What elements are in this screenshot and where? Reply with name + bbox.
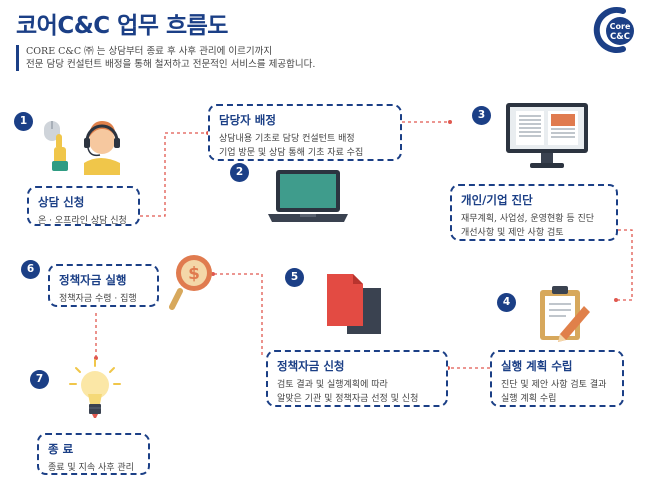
step-5-title: 정책자금 신청: [277, 359, 345, 373]
step-7-box: 종 료 종료 및 지속 사후 관리: [37, 433, 150, 475]
monitor-icon: [506, 103, 588, 168]
step-7-title: 종 료: [48, 442, 74, 456]
step-4-desc-2: 실행 계획 수립: [501, 394, 557, 404]
step-6-badge: 6: [21, 260, 40, 279]
documents-icon: [327, 274, 381, 334]
step-3-title: 개인/기업 진단: [461, 193, 533, 207]
lightbulb-icon: [69, 359, 121, 418]
step-4-desc-1: 진단 및 제안 사항 검토 결과: [501, 380, 607, 390]
step-6-title: 정책자금 실행: [59, 273, 127, 287]
step-2-desc-1: 상담내용 기초로 담당 컨설턴트 배정: [219, 134, 355, 144]
intro-line-1: CORE C&C ㈜ 는 상담부터 종료 후 사후 관리에 이르기까지: [26, 46, 273, 57]
step-7-badge: 7: [30, 370, 49, 389]
connector-5-6: [213, 273, 263, 355]
core-cnc-logo: Core C&C: [593, 7, 634, 53]
step-2-desc-2: 기업 방문 및 상담 통해 기초 자료 수집: [219, 148, 364, 158]
step-5-desc-2: 알맞은 기관 및 정책자금 선정 및 신청: [277, 394, 419, 404]
svg-text:$: $: [188, 264, 200, 284]
connector-3-4: [616, 229, 633, 301]
step-3-desc-2: 개선사항 및 제안 사항 검토: [461, 228, 564, 238]
step-6-desc-1: 정책자금 수령 · 집행: [59, 294, 137, 304]
step-4-title: 실행 계획 수립: [501, 359, 573, 373]
step-6-box: 정책자금 실행 정책자금 수령 · 집행: [48, 264, 159, 307]
laptop-icon: [268, 170, 348, 222]
step-2-badge: 2: [230, 163, 249, 182]
step-4-box: 실행 계획 수립 진단 및 제안 사항 검토 결과 실행 계획 수립: [490, 350, 624, 407]
clipboard-pencil-icon: [540, 286, 590, 342]
step-4-badge: 4: [497, 293, 516, 312]
step-1-desc-1: 온 · 오프라인 상담 신청: [38, 216, 127, 226]
intro-text: CORE C&C ㈜ 는 상담부터 종료 후 사후 관리에 이르기까지 전문 담…: [16, 45, 315, 71]
step-2-box: 담당자 배정 상담내용 기초로 담당 컨설턴트 배정 기업 방문 및 상담 통해…: [208, 104, 402, 161]
step-1-badge: 1: [14, 112, 33, 131]
step-3-desc-1: 재무계획, 사업성, 운영현황 등 진단: [461, 214, 595, 224]
logo-text-core: Core: [610, 22, 631, 31]
logo-text-cnc: C&C: [610, 32, 630, 42]
step-5-box: 정책자금 신청 검토 결과 및 실행계획에 따라 알맞은 기관 및 정책자금 선…: [266, 350, 448, 407]
consultant-headset-icon: [44, 121, 120, 175]
step-7-desc-1: 종료 및 지속 사후 관리: [48, 463, 134, 473]
step-3-badge: 3: [472, 106, 491, 125]
page-title: 코어C&C 업무 흐름도: [16, 13, 228, 39]
step-1-box: 상담 신청 온 · 오프라인 상담 신청: [27, 186, 140, 226]
connector-1-2: [140, 132, 208, 217]
step-5-desc-1: 검토 결과 및 실행계획에 따라: [277, 380, 388, 390]
magnifier-dollar-icon: $: [169, 255, 212, 310]
step-2-title: 담당자 배정: [219, 113, 276, 127]
step-1-title: 상담 신청: [38, 195, 85, 209]
step-5-badge: 5: [285, 268, 304, 287]
intro-line-2: 전문 담당 컨설턴트 배정을 통해 철저하고 전문적인 서비스를 제공합니다.: [26, 59, 316, 70]
step-3-box: 개인/기업 진단 재무계획, 사업성, 운영현황 등 진단 개선사항 및 제안 …: [450, 184, 618, 241]
